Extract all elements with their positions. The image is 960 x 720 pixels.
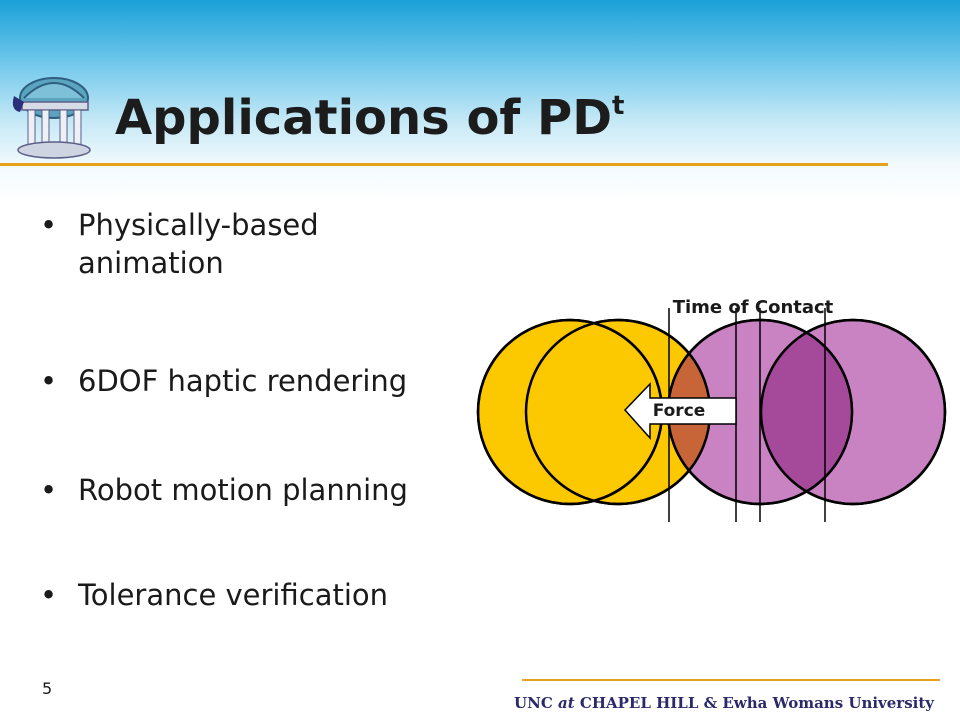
old-well-logo-icon	[12, 77, 91, 159]
force-label: Force	[653, 401, 706, 421]
bullet-dot: •	[40, 473, 58, 507]
bullet-item: • 6DOF haptic rendering	[40, 362, 460, 400]
bullet-item: • Tolerance verification	[40, 576, 460, 614]
footer-divider	[522, 679, 940, 681]
bullet-item: • Robot motion planning	[40, 471, 460, 509]
footer-part-1: UNC	[514, 694, 558, 712]
title-superscript: t	[612, 91, 625, 121]
time-of-contact-label: Time of Contact	[673, 297, 834, 318]
footer-affiliation: UNC at CHAPEL HILL & Ewha Womans Univers…	[514, 694, 934, 712]
bullet-dot: •	[40, 578, 58, 612]
slide-title: Applications of PDt	[115, 91, 625, 142]
pink-overlap-region	[761, 320, 852, 504]
force-arrow-icon	[623, 382, 737, 440]
footer-part-3: CHAPEL HILL & Ewha Womans University	[574, 694, 934, 712]
bullet-item: • Physically-based animation	[40, 206, 460, 282]
bullet-text: Robot motion planning	[78, 473, 408, 507]
page-number: 5	[42, 679, 53, 698]
bullet-text: Tolerance verification	[78, 578, 389, 612]
bullet-dot: •	[40, 364, 58, 398]
title-divider	[0, 163, 888, 166]
footer-part-2: at	[558, 694, 575, 712]
bullet-dot: •	[40, 208, 58, 242]
bullet-text: 6DOF haptic rendering	[78, 364, 408, 398]
bullet-text: Physically-based animation	[78, 208, 319, 280]
contact-diagram: Force Time of Contact	[476, 297, 947, 522]
slide-title-text: Applications of PD	[115, 90, 613, 146]
